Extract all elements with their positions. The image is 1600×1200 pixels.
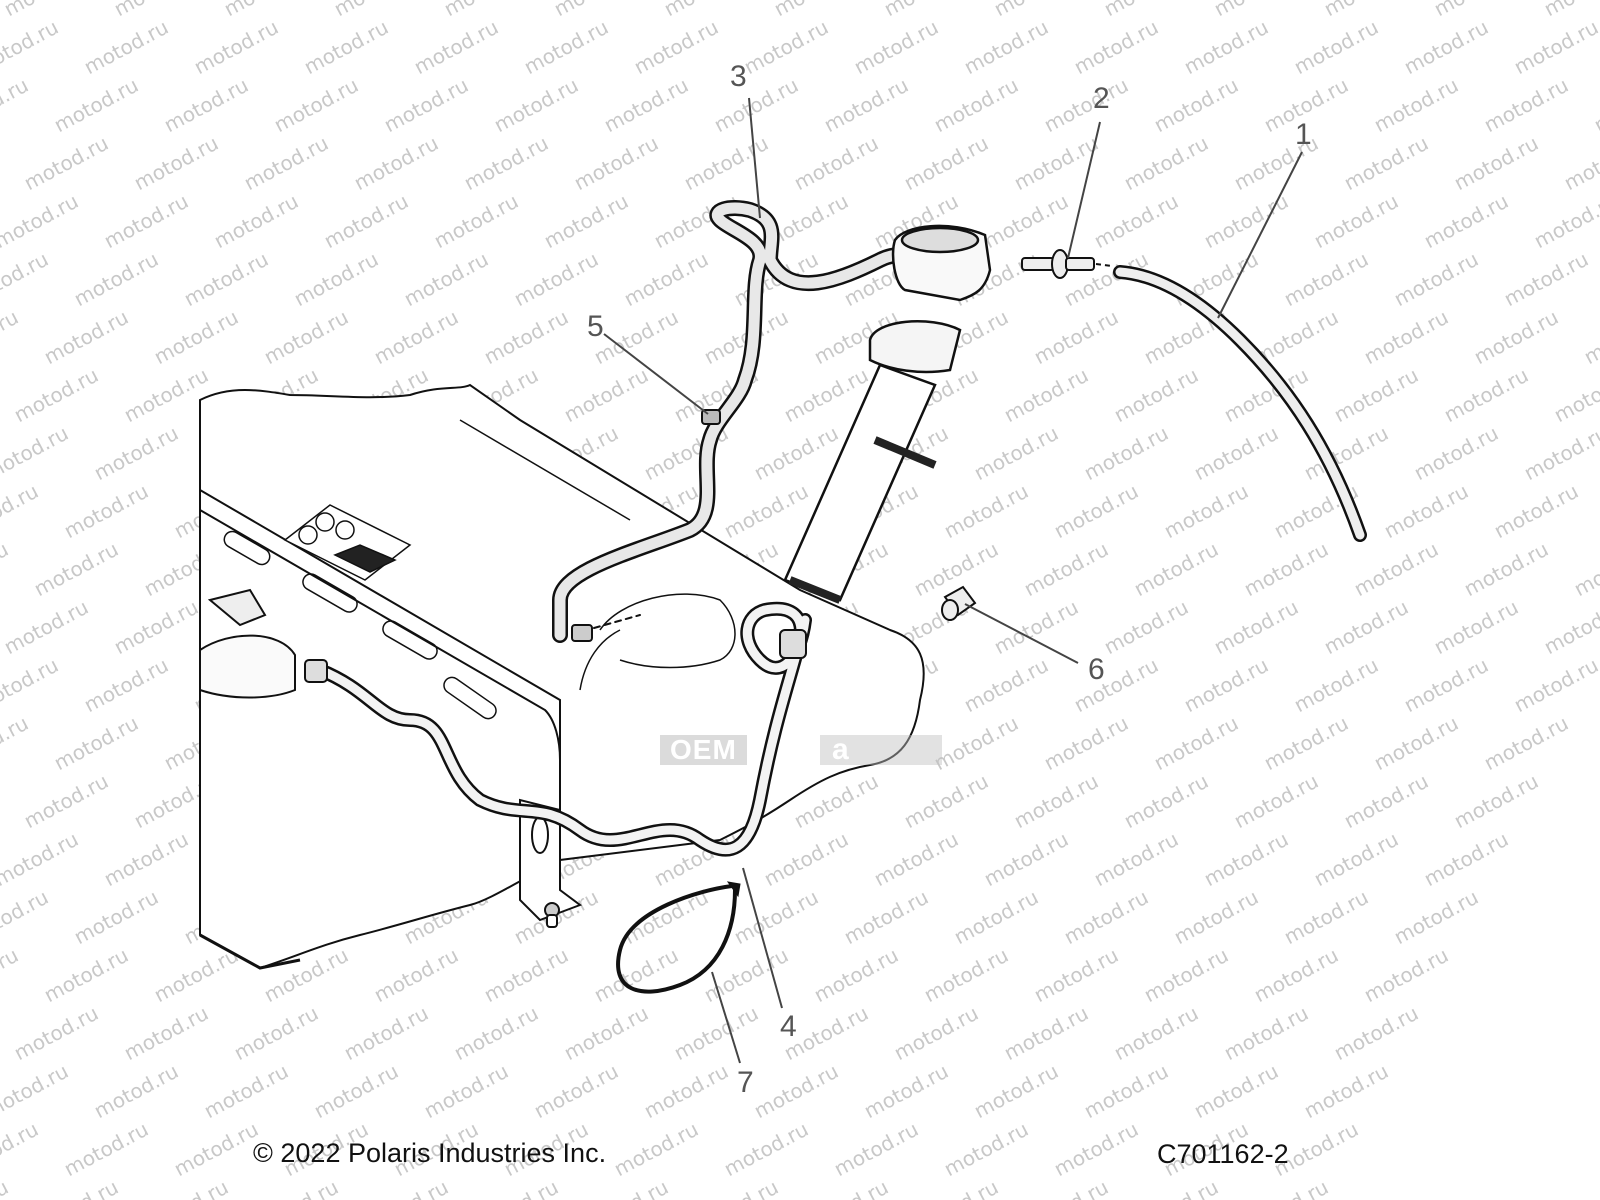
callout-5: 5 xyxy=(587,310,604,343)
mounting-bracket xyxy=(519,798,583,928)
part-6-fitting xyxy=(941,585,977,621)
fuel-tank xyxy=(199,383,925,970)
callout-6: 6 xyxy=(1088,653,1105,686)
callout-3: 3 xyxy=(730,60,747,93)
callout-1: 1 xyxy=(1295,118,1312,151)
callout-2: 2 xyxy=(1093,82,1110,115)
part-2-barbed-fitting xyxy=(1021,249,1113,279)
callout-7: 7 xyxy=(737,1066,754,1099)
part-4-fuel-line-hose xyxy=(304,601,812,857)
part-1-long-vent-hose xyxy=(1113,265,1367,542)
warning-label-plate xyxy=(283,504,412,581)
fuel-pump-cap xyxy=(199,588,296,699)
leader-lines xyxy=(603,97,1303,1064)
copyright-text: © 2022 Polaris Industries Inc. xyxy=(253,1138,607,1168)
callout-4: 4 xyxy=(780,1010,797,1043)
oem-watermark-badge-2: a xyxy=(820,735,942,765)
drawing-number: C701162-2 xyxy=(1157,1139,1289,1169)
oem-watermark-badge: OEM xyxy=(660,735,747,765)
filler-neck xyxy=(783,224,992,604)
part-7-cable-tie xyxy=(616,881,741,994)
